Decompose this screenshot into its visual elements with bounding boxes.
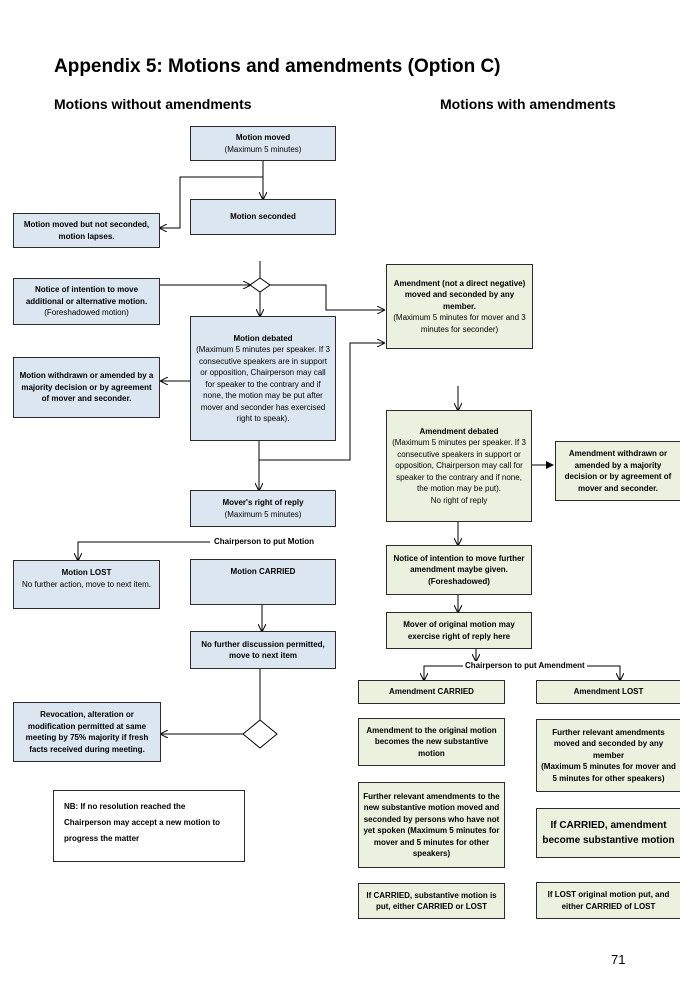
box-text: (Foreshadowed motion) [44, 308, 129, 318]
chair-amendment-label: Chairperson to put Amendment [463, 661, 587, 670]
box-text-secondary: No right of reply [430, 495, 488, 505]
amendment-carried-box: Amendment CARRIED [358, 680, 505, 704]
if-carried-substantive-box: If CARRIED, substantive motion is put, e… [358, 883, 505, 919]
box-title: Motion moved but not seconded, motion la… [23, 220, 150, 241]
box-title: Notice of intention to move further amen… [393, 553, 525, 586]
box-title: Amendment debated [419, 426, 499, 436]
left-heading: Motions without amendments [54, 96, 252, 112]
amendment-lost-box: Amendment LOST [536, 680, 680, 704]
box-title: Motion debated [233, 333, 293, 343]
box-text: No further action, move to next item. [22, 579, 151, 589]
box-title: Motion seconded [230, 212, 296, 222]
nb-note: NB: If no resolution reached the Chairpe… [53, 790, 245, 862]
amendment-withdrawn-box: Amendment withdrawn or amended by a majo… [555, 441, 680, 501]
further-relevant-right-box: Further relevant amendments moved and se… [536, 719, 680, 792]
amendment-debated-box: Amendment debated (Maximum 5 minutes per… [386, 410, 532, 522]
revocation-box: Revocation, alteration or modification p… [13, 702, 161, 762]
motion-moved-box: Motion moved (Maximum 5 minutes) [190, 126, 336, 161]
mover-original-box: Mover of original motion may exercise ri… [386, 612, 532, 649]
not-seconded-box: Motion moved but not seconded, motion la… [13, 213, 160, 248]
box-title: Amendment (not a direct negative) moved … [393, 278, 526, 311]
box-title: If LOST original motion put, and either … [547, 890, 670, 911]
motion-debated-box: Motion debated (Maximum 5 minutes per sp… [190, 316, 336, 441]
movers-reply-box: Mover's right of reply (Maximum 5 minute… [190, 490, 336, 527]
box-title: If CARRIED, amendment become substantive… [542, 820, 675, 846]
box-title: Motion CARRIED [230, 567, 296, 576]
further-amendment-notice-box: Notice of intention to move further amen… [386, 545, 532, 595]
box-title: Mover's right of reply [222, 498, 304, 507]
motion-withdrawn-box: Motion withdrawn or amended by a majorit… [13, 357, 160, 418]
box-title: Amendment CARRIED [389, 687, 474, 697]
box-title: Mover of original motion may exercise ri… [403, 620, 515, 641]
motion-seconded-box: Motion seconded [190, 199, 336, 235]
no-further-box: No further discussion permitted, move to… [190, 631, 336, 669]
box-title: No further discussion permitted, move to… [201, 639, 325, 661]
box-text: (Maximum 5 minutes per speaker. If 3 con… [196, 345, 330, 423]
box-title: Amendment to the original motion becomes… [366, 725, 497, 758]
page-title: Appendix 5: Motions and amendments (Opti… [54, 56, 501, 77]
box-title: Motion withdrawn or amended by a majorit… [19, 371, 154, 404]
if-carried-amendment-box: If CARRIED, amendment become substantive… [536, 808, 680, 858]
foreshadowed-box: Notice of intention to move additional o… [13, 278, 160, 325]
if-lost-original-box: If LOST original motion put, and either … [536, 882, 680, 919]
box-title: If CARRIED, substantive motion is put, e… [366, 890, 497, 912]
motion-carried-box: Motion CARRIED [190, 559, 336, 605]
box-text: (Maximum 5 minutes per speaker. If 3 con… [392, 438, 526, 494]
page-number: 71 [611, 952, 626, 967]
box-title: Amendment withdrawn or amended by a majo… [564, 449, 672, 493]
becomes-substantive-box: Amendment to the original motion becomes… [358, 718, 505, 766]
box-title: Amendment LOST [573, 687, 644, 697]
box-text: (Maximum 5 minutes) [224, 509, 302, 519]
right-heading: Motions with amendments [440, 96, 616, 112]
motion-lost-box: Motion LOST No further action, move to n… [13, 560, 160, 609]
box-title: Further relevant amendments to the new s… [363, 791, 500, 859]
box-title: Revocation, alteration or modification p… [25, 710, 149, 754]
box-text: (Maximum 5 minutes for mover and 5 minut… [541, 762, 676, 783]
box-title: Further relevant amendments moved and se… [552, 727, 665, 760]
box-title: Motion moved [235, 133, 291, 142]
box-title: Motion LOST [61, 568, 112, 577]
amendment-moved-box: Amendment (not a direct negative) moved … [386, 264, 533, 349]
chair-motion-label: Chairperson to put Motion [212, 537, 316, 546]
box-text: (Maximum 5 minutes) [224, 144, 302, 154]
box-text: (Maximum 5 minutes for mover and 3 minut… [393, 313, 526, 334]
box-title: Notice of intention to move additional o… [25, 285, 148, 306]
further-relevant-left-box: Further relevant amendments to the new s… [358, 782, 505, 868]
